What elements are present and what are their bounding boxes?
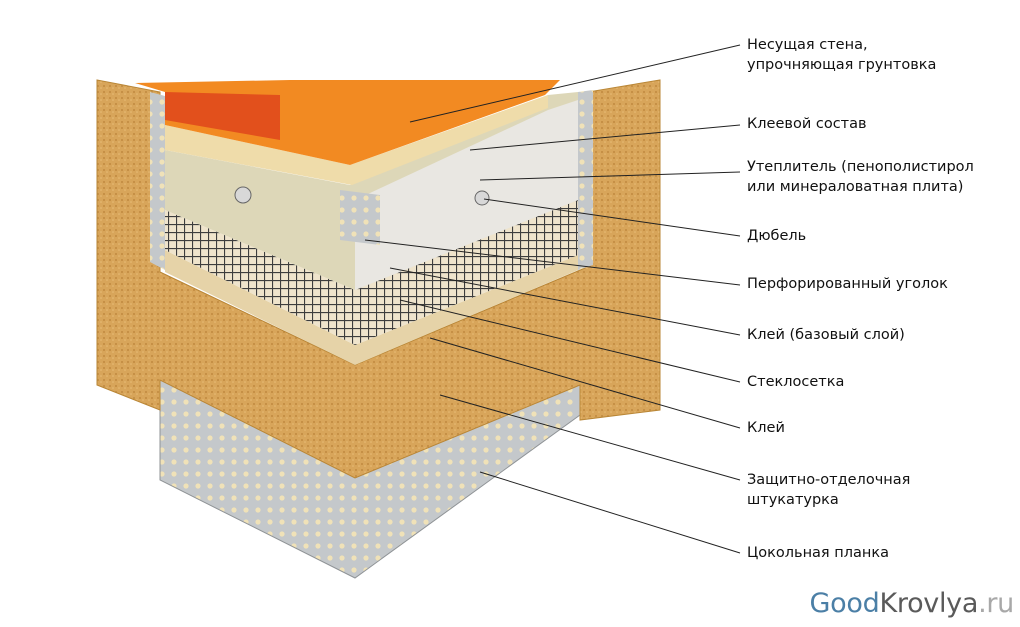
dowel-head bbox=[474, 190, 490, 206]
label-adhesive: Клеевой состав bbox=[747, 116, 867, 132]
perforated-corner-left bbox=[150, 92, 165, 270]
label-base-glue: Клей (базовый слой) bbox=[747, 327, 905, 343]
brick-face bbox=[165, 92, 280, 140]
label-load-bearing-wall: Несущая стена,упрочняющая грунтовка bbox=[747, 37, 937, 73]
perforated-corner-right bbox=[578, 90, 593, 270]
base-glue-layer bbox=[165, 250, 578, 365]
leader-lines bbox=[364, 44, 741, 554]
perforated-corner bbox=[340, 190, 380, 245]
fiberglass-mesh bbox=[165, 200, 578, 345]
insulation-right bbox=[355, 100, 578, 290]
watermark-logo: GoodKrovlya.ru bbox=[809, 588, 1015, 619]
dowel-head bbox=[234, 186, 252, 204]
finish-plaster bbox=[96, 79, 661, 479]
label-fiberglass-mesh: Стеклосетка bbox=[747, 374, 845, 390]
label-dowel: Дюбель bbox=[747, 228, 807, 244]
label-glue: Клей bbox=[747, 420, 785, 436]
label-baseboard: Цокольная планка bbox=[747, 545, 890, 561]
label-perforated-corner: Перфорированный уголок bbox=[747, 276, 948, 292]
adhesive-layer bbox=[165, 95, 548, 185]
